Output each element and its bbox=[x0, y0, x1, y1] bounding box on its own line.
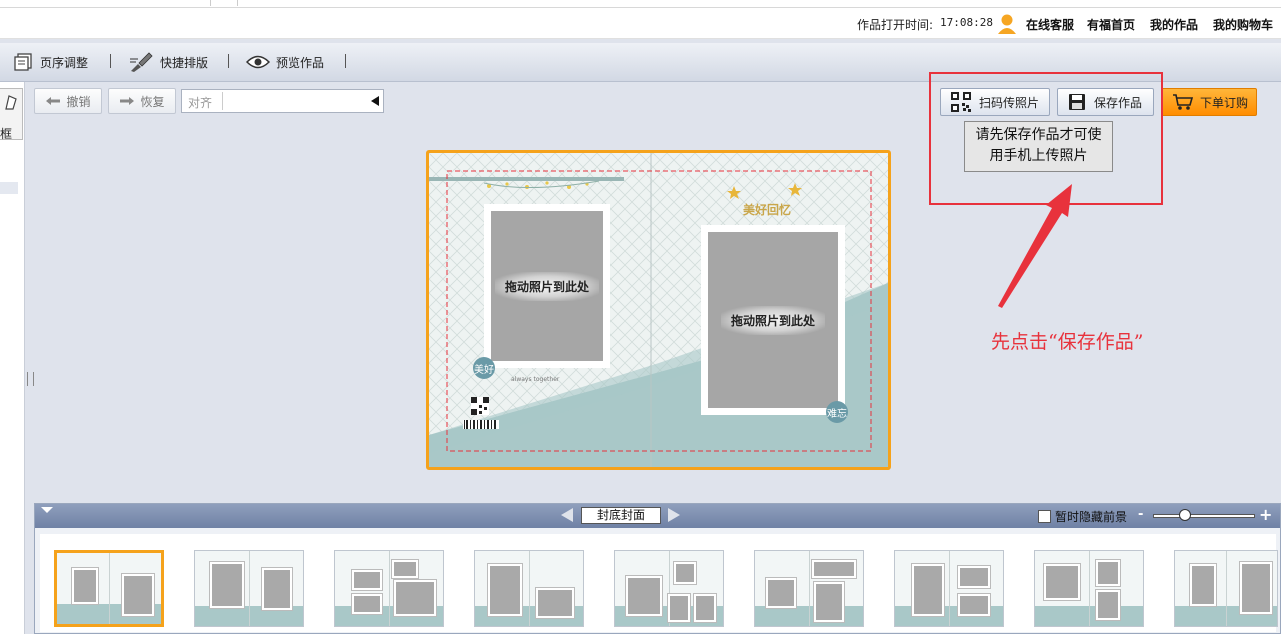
brush-icon bbox=[130, 52, 153, 72]
quick-layout-label: 快捷排版 bbox=[160, 55, 209, 70]
zoom-out-icon[interactable]: - bbox=[1138, 507, 1144, 522]
site-header: 作品打开时间: 17:08:28 在线客服 有福首页 我的作品 我的购物车 bbox=[0, 8, 1281, 39]
zoom-slider[interactable] bbox=[1153, 514, 1255, 518]
title-art: 美好回忆 bbox=[743, 203, 792, 217]
left-side-panel: 框 bbox=[0, 82, 25, 634]
undo-button[interactable]: 撤销 bbox=[34, 88, 102, 114]
annotation-arrow-icon bbox=[998, 184, 1072, 308]
align-label: 对齐 bbox=[188, 96, 213, 110]
scan-upload-button[interactable]: 扫码传照片 bbox=[940, 88, 1050, 116]
left-panel-selection bbox=[0, 182, 18, 194]
circle-tag-right: 难忘 bbox=[826, 401, 848, 423]
tooltip-line-2: 用手机上传照片 bbox=[989, 148, 1088, 164]
hide-foreground-checkbox[interactable] bbox=[1038, 510, 1051, 523]
page-order-icon bbox=[14, 53, 32, 71]
link-online-service[interactable]: 在线客服 bbox=[1026, 18, 1075, 32]
redo-button[interactable]: 恢复 bbox=[108, 88, 176, 114]
save-label: 保存作品 bbox=[1094, 95, 1143, 110]
shopping-cart-icon bbox=[1173, 94, 1194, 110]
page-strip-panel: 封底封面 暂时隐藏前景 - + bbox=[34, 503, 1281, 634]
thumbnail-page-8[interactable] bbox=[1034, 550, 1144, 627]
save-first-tooltip: 请先保存作品才可使 用手机上传照片 bbox=[964, 121, 1113, 172]
hide-foreground-toggle[interactable]: 暂时隐藏前景 bbox=[1038, 508, 1127, 525]
order-label: 下单订购 bbox=[1200, 95, 1249, 110]
scan-upload-label: 扫码传照片 bbox=[979, 95, 1040, 110]
browser-top-strip bbox=[0, 0, 1281, 8]
album-cover-canvas[interactable]: 美好回忆 always together 拖动照片到此处 拖动照片到此处 美好 … bbox=[426, 150, 891, 470]
annotation-highlight-box bbox=[929, 72, 1163, 205]
next-page-arrow-icon[interactable] bbox=[668, 508, 680, 522]
redo-label: 恢复 bbox=[140, 94, 165, 109]
main-toolbar: 页序调整 快捷排版 预览作品 bbox=[0, 43, 1281, 82]
save-button[interactable]: 保存作品 bbox=[1057, 88, 1154, 116]
circle-tag-left: 美好 bbox=[473, 357, 495, 379]
frame-tab-label: 框 bbox=[0, 127, 13, 141]
zoom-slider-knob[interactable] bbox=[1178, 509, 1191, 521]
link-my-works[interactable]: 我的作品 bbox=[1150, 18, 1199, 32]
page-thumbnails bbox=[40, 534, 1278, 632]
thumbnail-page-7[interactable] bbox=[894, 550, 1004, 627]
hide-foreground-label: 暂时隐藏前景 bbox=[1055, 510, 1128, 524]
customer-service-avatar-icon bbox=[998, 14, 1016, 34]
strip-segment bbox=[210, 0, 238, 6]
thumbnail-page-3[interactable] bbox=[334, 550, 444, 627]
undo-arrow-icon bbox=[46, 97, 61, 105]
panel-resize-handle[interactable] bbox=[27, 372, 34, 386]
toolbar-divider bbox=[228, 54, 229, 68]
link-home[interactable]: 有福首页 bbox=[1087, 18, 1136, 32]
photo-drop-area-right[interactable]: 拖动照片到此处 bbox=[708, 232, 838, 408]
small-caption: always together bbox=[511, 376, 560, 383]
thumbnail-page-9[interactable] bbox=[1174, 550, 1278, 627]
thumbnail-page-2[interactable] bbox=[194, 550, 304, 627]
photo-drop-area-left[interactable]: 拖动照片到此处 bbox=[491, 211, 603, 361]
quick-layout-button[interactable]: 快捷排版 bbox=[128, 52, 208, 72]
prev-page-arrow-icon[interactable] bbox=[561, 508, 573, 522]
frame-tool-icon bbox=[5, 95, 17, 110]
preview-button[interactable]: 预览作品 bbox=[246, 52, 324, 72]
align-arrow-icon[interactable] bbox=[371, 96, 379, 106]
page-adjust-label: 页序调整 bbox=[40, 55, 89, 70]
qr-code-icon bbox=[951, 92, 971, 112]
eye-icon bbox=[246, 55, 270, 69]
redo-arrow-icon bbox=[120, 97, 135, 105]
frame-tab[interactable]: 框 bbox=[0, 88, 23, 141]
link-cart[interactable]: 我的购物车 bbox=[1213, 18, 1274, 32]
open-time-value: 17:08:28 bbox=[940, 16, 993, 29]
preview-label: 预览作品 bbox=[276, 55, 325, 70]
collapse-panel-icon[interactable] bbox=[41, 507, 53, 513]
toolbar-divider bbox=[345, 54, 346, 68]
thumbnail-page-5[interactable] bbox=[614, 550, 724, 627]
thumbnail-page-4[interactable] bbox=[474, 550, 584, 627]
tooltip-line-1: 请先保存作品才可使 bbox=[975, 127, 1102, 143]
annotation-text: 先点击“保存作品” bbox=[991, 331, 1144, 353]
open-time-label: 作品打开时间: bbox=[857, 18, 934, 32]
zoom-in-icon[interactable]: + bbox=[1259, 505, 1273, 524]
photo-slot-right[interactable]: 拖动照片到此处 bbox=[701, 225, 845, 415]
thumbnail-page-6[interactable] bbox=[754, 550, 864, 627]
order-button[interactable]: 下单订购 bbox=[1161, 88, 1257, 116]
drop-hint-left: 拖动照片到此处 bbox=[494, 271, 599, 301]
thumbnail-page-1[interactable] bbox=[54, 550, 164, 627]
current-page-name: 封底封面 bbox=[581, 507, 661, 524]
align-dropdown[interactable]: 对齐 bbox=[181, 89, 384, 113]
undo-label: 撤销 bbox=[66, 94, 91, 109]
page-adjust-button[interactable]: 页序调整 bbox=[12, 52, 88, 72]
page-strip-bar: 封底封面 暂时隐藏前景 - + bbox=[35, 504, 1280, 528]
align-divider bbox=[222, 92, 223, 110]
photo-slot-left[interactable]: 拖动照片到此处 bbox=[484, 204, 610, 368]
save-disk-icon bbox=[1069, 94, 1085, 110]
drop-hint-right: 拖动照片到此处 bbox=[720, 305, 825, 335]
toolbar-divider bbox=[110, 54, 111, 68]
